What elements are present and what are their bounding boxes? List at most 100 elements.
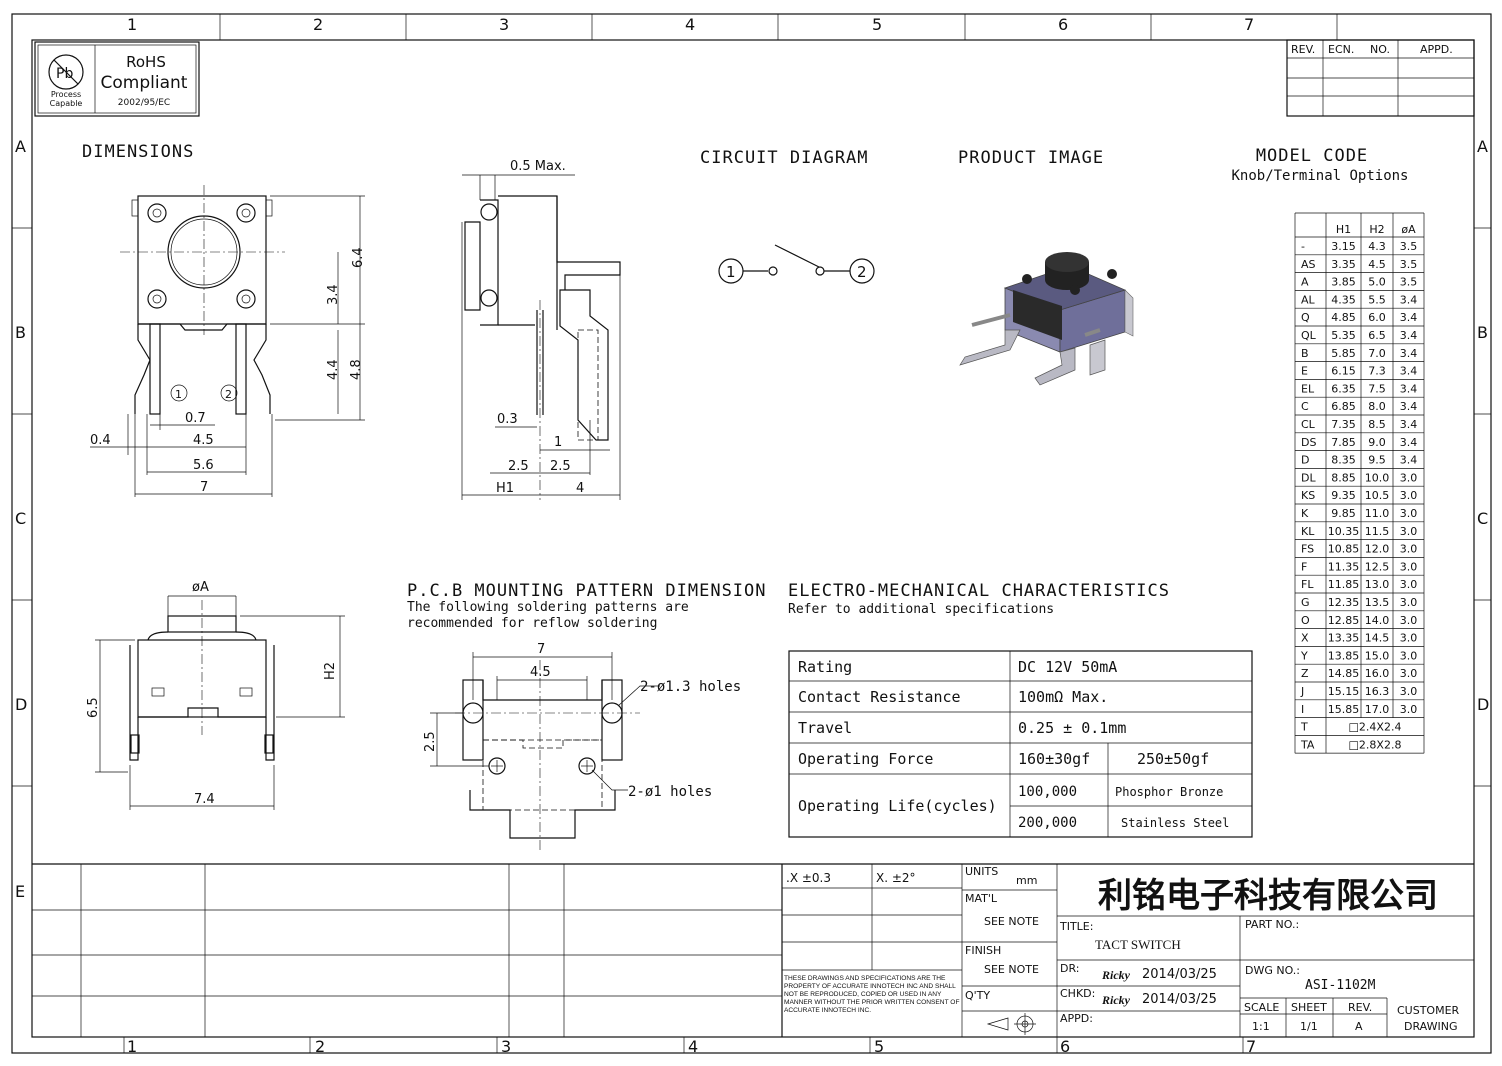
customer-label-2: DRAWING [1404,1020,1457,1033]
model-value-cell: 7.35 [1331,418,1356,431]
circuit-diagram-title: CIRCUIT DIAGRAM [700,148,869,168]
model-value-cell: 9.35 [1331,489,1356,502]
model-value-cell: 15.0 [1365,649,1390,662]
dim-4-4: 4.4 [326,359,341,380]
top-view-drawing: 1 2 6.4 3.4 4.4 4.8 0.7 0.4 4.5 5.6 7 [90,185,366,497]
em-life-label: Operating Life(cycles) [798,797,997,815]
model-code-cell: E [1301,365,1308,378]
model-value-cell: 9.85 [1331,507,1356,520]
model-table-header: H1 [1336,223,1351,236]
circuit-label-1: 1 [726,263,736,281]
model-value-cell: 3.4 [1400,454,1418,467]
row-mark-b-right: B [1477,323,1488,342]
model-value-cell: 4.35 [1331,293,1356,306]
model-code-cell: F [1301,560,1307,573]
model-value-cell: 3.0 [1400,685,1418,698]
model-code-cell: D [1301,454,1309,467]
model-value-cell: 3.5 [1400,240,1418,253]
model-value-cell: 11.35 [1328,560,1360,573]
product-image-title: PRODUCT IMAGE [958,148,1104,168]
model-code-cell: AL [1301,293,1316,306]
sheet-label: SHEET [1291,1001,1327,1014]
model-value-cell: 15.85 [1328,703,1360,716]
model-code-cell: KL [1301,525,1315,538]
title-block: .X ±0.3 X. ±2° UNITS mm MAT'L SEE NOTE F… [32,863,1474,1037]
model-value-cell: 3.0 [1400,703,1418,716]
row-mark-a-right: A [1477,137,1488,156]
model-value-cell: 3.35 [1331,258,1356,271]
col-mark-3-bottom: 3 [501,1037,511,1056]
model-code-cell: AS [1301,258,1316,271]
model-value-cell: 3.0 [1400,596,1418,609]
model-value-cell: 7.3 [1368,365,1386,378]
scale-value: 1:1 [1252,1020,1270,1033]
col-mark-4-bottom: 4 [688,1037,698,1056]
model-code-cell: I [1301,703,1304,716]
model-value-cell: 10.5 [1365,489,1390,502]
row-mark-c-right: C [1477,509,1488,528]
pcb-holes-big-label: 2-ø1.3 holes [640,679,741,695]
model-value-cell: 3.4 [1400,365,1418,378]
col-mark-5-bottom: 5 [874,1037,884,1056]
model-value-cell: 3.4 [1400,436,1418,449]
model-value-cell: 3.0 [1400,471,1418,484]
model-code-cell: Z [1301,667,1309,680]
model-value-cell: 3.0 [1400,578,1418,591]
em-force-value-1: 160±30gf [1018,750,1090,768]
terminal-1-label: 1 [175,388,182,401]
model-code-cell: FL [1301,578,1314,591]
col-mark-7-bottom: 7 [1246,1037,1256,1056]
knob-size-cell: □2.4X2.4 [1349,721,1402,734]
col-mark-7: 7 [1244,15,1254,34]
dim-0-4: 0.4 [90,433,111,448]
model-value-cell: 3.4 [1400,329,1418,342]
row-mark-d: D [15,695,27,714]
model-value-cell: 10.35 [1328,525,1360,538]
outer-frame [11,13,1492,1054]
grid-column-marks: 1 2 3 4 5 6 7 1 2 3 4 5 6 7 [127,15,1256,1056]
units-value: mm [1016,874,1037,887]
dr-signature: Ricky [1101,968,1131,982]
dim-6-5: 6.5 [86,697,101,718]
dim-7: 7 [200,480,208,495]
dwg-no-value: ASI-1102M [1305,978,1376,993]
model-code-cell: QL [1301,329,1317,342]
em-travel-label: Travel [798,719,852,737]
dim-h1: H1 [496,481,514,496]
tolerance-angle: X. ±2° [876,871,916,885]
em-title: ELECTRO-MECHANICAL CHARACTERISTICS [788,581,1170,601]
model-value-cell: 3.4 [1400,418,1418,431]
col-mark-1-bottom: 1 [127,1037,137,1056]
em-rating-label: Rating [798,658,852,676]
row-mark-a: A [15,137,26,156]
em-life-material-2: Stainless Steel [1121,816,1229,830]
dim-2-5-right: 2.5 [550,459,571,474]
chkd-date: 2014/03/25 [1142,992,1217,1007]
model-value-cell: 6.0 [1368,311,1386,324]
dim-2-5-left: 2.5 [508,459,529,474]
terminal-2-symbol [849,258,875,284]
model-value-cell: 8.5 [1368,418,1386,431]
em-force-label: Operating Force [798,750,933,768]
model-value-cell: 3.4 [1400,347,1418,360]
model-code-cell: Y [1300,649,1308,662]
units-label: UNITS [965,865,998,878]
dr-date: 2014/03/25 [1142,967,1217,982]
dim-4-8: 4.8 [349,359,364,380]
model-value-cell: 4.85 [1331,311,1356,324]
model-value-cell: 8.35 [1331,454,1356,467]
model-value-cell: 14.5 [1365,632,1390,645]
chkd-signature: Ricky [1101,993,1131,1007]
model-code-cell: J [1300,685,1304,698]
model-value-cell: 5.5 [1368,293,1386,306]
model-value-cell: 12.5 [1365,560,1390,573]
col-mark-2-bottom: 2 [315,1037,325,1056]
pcb-dim-2-5: 2.5 [423,731,438,752]
row-mark-c: C [15,509,26,528]
model-value-cell: 6.35 [1331,382,1356,395]
model-value-cell: 13.5 [1365,596,1390,609]
qty-label: Q'TY [965,989,990,1002]
model-code-cell: KS [1301,489,1315,502]
